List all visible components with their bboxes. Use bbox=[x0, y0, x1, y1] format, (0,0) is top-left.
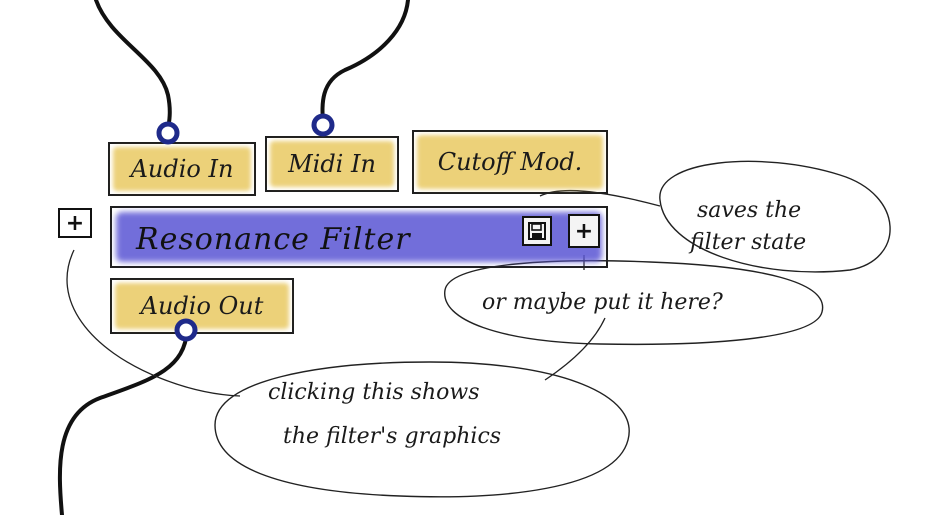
add-button[interactable]: + bbox=[568, 214, 600, 248]
save-state-button[interactable] bbox=[522, 216, 552, 246]
port-highlight bbox=[417, 135, 603, 189]
plus-icon: + bbox=[574, 218, 594, 244]
audio-out-label: Audio Out bbox=[140, 292, 264, 320]
save-note-line1: saves the bbox=[697, 198, 802, 223]
click-leader bbox=[544, 317, 606, 381]
cutoff-mod-port[interactable]: Cutoff Mod. bbox=[412, 130, 608, 194]
audio-in-port[interactable]: Audio In bbox=[108, 142, 256, 196]
maybe-note: or maybe put it here? bbox=[482, 290, 723, 315]
save-note-line2: filter state bbox=[690, 230, 807, 255]
save-icon bbox=[528, 222, 546, 240]
audio-in-label: Audio In bbox=[130, 155, 234, 183]
audio-out-port[interactable]: Audio Out bbox=[110, 278, 294, 334]
expand-leader bbox=[66, 249, 241, 397]
save-note-bubble bbox=[659, 160, 891, 273]
audio-out-cable bbox=[57, 328, 189, 515]
filter-highlight bbox=[116, 212, 602, 262]
click-note-line2: the filter's graphics bbox=[283, 424, 502, 449]
click-note-line1: clicking this shows bbox=[268, 380, 480, 405]
port-highlight bbox=[113, 147, 251, 191]
midi-in-port[interactable]: Midi In bbox=[265, 136, 399, 192]
plus-icon: + bbox=[65, 210, 85, 236]
midi-in-label: Midi In bbox=[288, 150, 376, 178]
click-note-bubble bbox=[214, 361, 630, 498]
midi-in-connector bbox=[311, 113, 335, 137]
resonance-filter-module[interactable]: Resonance Filter + bbox=[110, 206, 608, 268]
filter-title: Resonance Filter bbox=[136, 222, 411, 257]
cutoff-mod-label: Cutoff Mod. bbox=[437, 148, 583, 176]
port-highlight bbox=[270, 141, 394, 187]
audio-in-connector bbox=[156, 121, 180, 145]
midi-in-cable bbox=[320, 0, 410, 126]
expand-graphics-button[interactable]: + bbox=[58, 208, 92, 238]
audio-out-connector bbox=[174, 318, 198, 342]
port-highlight bbox=[115, 283, 289, 329]
